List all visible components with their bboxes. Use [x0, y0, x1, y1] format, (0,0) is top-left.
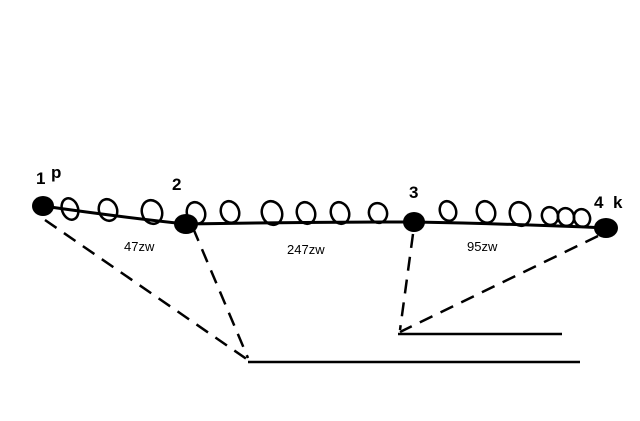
node-4-marker: [594, 218, 618, 238]
coil-loop: [219, 199, 241, 225]
coil-loop: [508, 200, 532, 228]
node-2-label: 2: [172, 175, 181, 194]
dashed-connectors: [44, 218, 599, 362]
coil-loop: [329, 200, 351, 226]
node-4-label: 4: [594, 193, 604, 212]
node-4-sup-label: k: [613, 193, 623, 212]
coil-loop: [572, 207, 592, 229]
coil-loop: [260, 199, 284, 227]
dashed-line-1: [44, 218, 249, 362]
coil-loop: [438, 199, 458, 223]
backbone-line: [42, 204, 607, 230]
coil-loop: [295, 200, 317, 226]
node-3-label: 3: [409, 183, 418, 202]
segment-1-2-label: 47zw: [124, 239, 155, 254]
node-1-label: 1: [36, 169, 45, 188]
node-3-marker: [403, 212, 425, 232]
coil-loop: [140, 198, 164, 226]
segment-3-4-label: 95zw: [467, 239, 498, 254]
coil-loop: [475, 199, 497, 225]
node-2-marker: [174, 214, 198, 234]
coil-loop: [367, 201, 389, 225]
dashed-line-2: [191, 227, 250, 359]
dashed-line-4: [399, 234, 599, 334]
node-1-marker: [32, 196, 54, 216]
node-1-sup-label: p: [51, 163, 61, 182]
coil-loop: [60, 197, 80, 221]
segment-2-3-label: 247zw: [287, 242, 325, 257]
coil-loop: [97, 197, 119, 223]
dashed-line-3: [398, 233, 415, 331]
